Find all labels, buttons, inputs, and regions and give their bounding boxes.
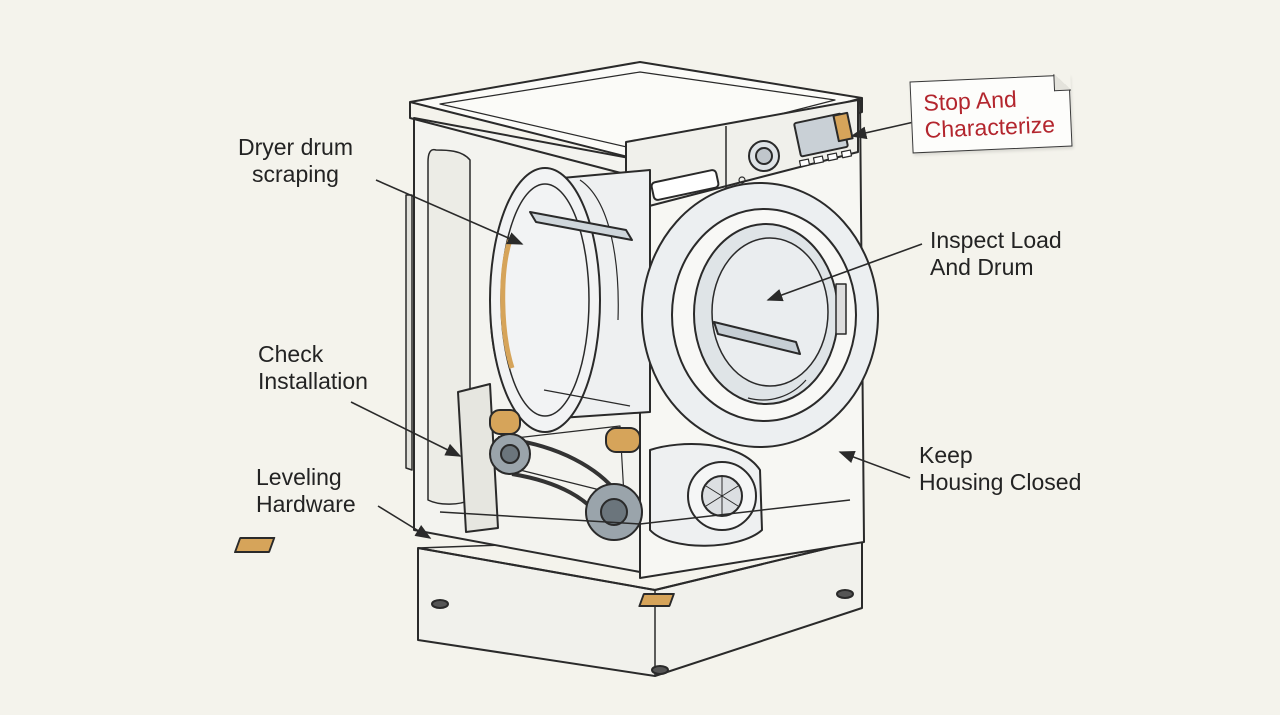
label-inspect-load: Inspect Load And Drum [930,227,1062,281]
label-line: Inspect Load [930,227,1062,253]
stop-note-text: Stop And Characterize [923,84,1056,144]
note-line: Characterize [924,111,1056,143]
feet-bottom [431,589,854,675]
frame-rail [439,499,851,525]
label-line: Installation [258,368,368,394]
label-line: Keep [919,442,973,468]
stop-note: Stop And Characterize [909,73,1073,154]
leader-dryer-drum [375,179,524,245]
label-line: And Drum [930,254,1034,280]
label-line: Hardware [256,491,356,517]
label-line: Dryer drum [238,134,354,160]
leader-inspect-load [766,243,923,302]
leader-keep-housing [838,451,911,479]
note-corner-fold [1053,73,1072,92]
leader-leveling-hardware [377,505,432,539]
blower-housing [649,443,763,547]
belt-drive [457,383,643,541]
label-line: Housing Closed [919,469,1082,495]
leader-stop-note [850,121,915,140]
label-leveling-hardware: Leveling Hardware [256,464,356,518]
label-check-installation: Check Installation [258,341,368,395]
label-line: scraping [252,161,339,187]
leader-lines [350,121,923,539]
label-keep-housing: Keep Housing Closed [919,442,1081,496]
control-panel [625,99,859,213]
label-line: Check [258,341,324,367]
label-line: Leveling [256,464,342,490]
leader-check-installation [350,401,462,457]
label-dryer-drum: Dryer drum scraping [238,134,353,188]
door-ring [641,182,879,448]
dryer-drum [489,167,651,433]
